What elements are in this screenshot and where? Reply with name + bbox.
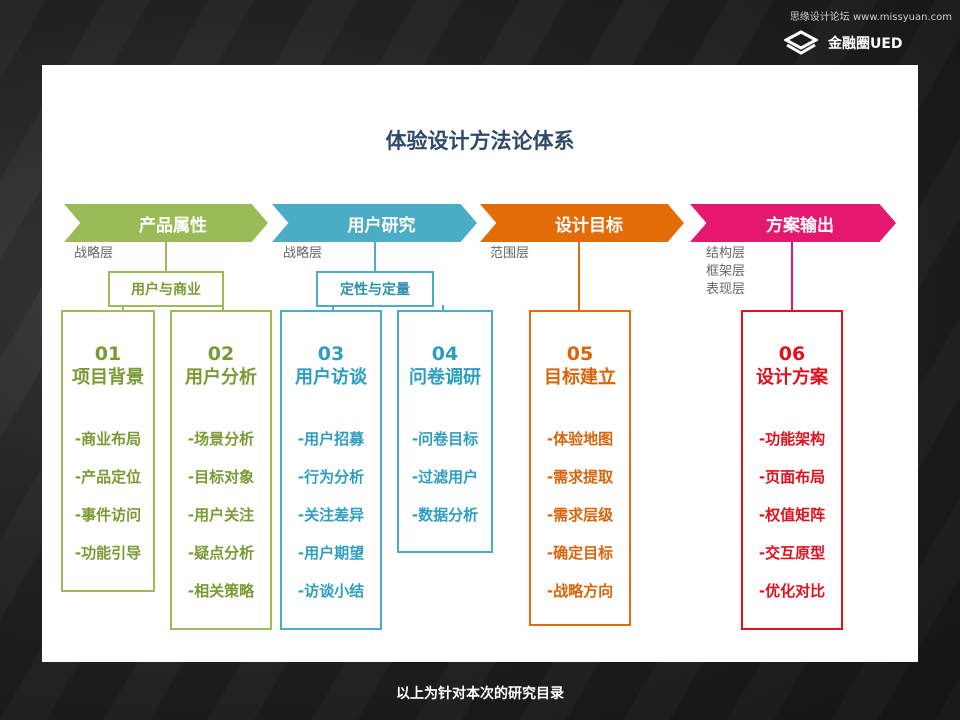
list-item: -用户招募: [297, 430, 365, 448]
column-title: 设计方案: [756, 367, 828, 388]
list-item: -问卷目标: [411, 430, 479, 448]
column-01: 01 项目背景 -商业布局 -产品定位 -事件访问 -功能引导: [61, 310, 155, 592]
brand-name: 金融圈UED: [828, 36, 903, 52]
list-item: -体验地图: [546, 430, 614, 448]
list-item: -需求提取: [546, 468, 614, 486]
group-label-1: 用户与商业: [131, 282, 201, 298]
list-item: -用户关注: [187, 506, 255, 524]
column-title: 用户分析: [185, 367, 257, 388]
brand: 金融圈UED: [784, 30, 903, 56]
column-list: -体验地图 -需求提取 -需求层级 -确定目标 -战略方向: [531, 420, 629, 610]
watermark-text: 思缘设计论坛 www.missyuan.com: [789, 12, 952, 23]
connector-line: [165, 242, 167, 272]
diagram-card: 体验设计方法论体系 产品属性 用户研究 设计目标 方案输出 战略层 战略层 范围…: [42, 65, 918, 662]
column-number: 06: [778, 343, 806, 365]
list-item: -需求层级: [546, 506, 614, 524]
list-item: -确定目标: [546, 544, 614, 562]
stage-label-3: 设计目标: [555, 215, 623, 236]
group-label-2: 定性与定量: [340, 282, 410, 298]
column-05: 05 目标建立 -体验地图 -需求提取 -需求层级 -确定目标 -战略方向: [529, 310, 631, 626]
connector-line: [332, 305, 334, 311]
stage-layer-2: 战略层: [283, 246, 323, 261]
stage-layer-4: 结构层 框架层 表现层: [706, 246, 746, 297]
column-number: 03: [317, 343, 345, 365]
list-item: -权值矩阵: [758, 506, 826, 524]
list-item: -交互原型: [758, 544, 826, 562]
list-item: -关注差异: [297, 506, 365, 524]
list-item: -访谈小结: [297, 582, 365, 600]
diagram-title: 体验设计方法论体系: [385, 129, 575, 153]
column-list: -问卷目标 -过滤用户 -数据分析: [399, 420, 491, 534]
stage-label-1: 产品属性: [139, 215, 207, 236]
column-06: 06 设计方案 -功能架构 -页面布局 -权值矩阵 -交互原型 -优化对比: [741, 310, 843, 630]
group-box-1: 用户与商业: [108, 271, 224, 307]
column-list: -场景分析 -目标对象 -用户关注 -疑点分析 -相关策略: [172, 420, 270, 610]
stage-chevron-1: 产品属性: [64, 204, 268, 242]
column-title: 用户访谈: [295, 367, 367, 388]
column-title: 项目背景: [72, 367, 144, 388]
stage-layer-1: 战略层: [74, 246, 114, 261]
stage-chevron-2: 用户研究: [272, 204, 477, 242]
stage-layer-3: 范围层: [490, 246, 530, 261]
column-list: -功能架构 -页面布局 -权值矩阵 -交互原型 -优化对比: [743, 420, 841, 610]
stage-chevron-3: 设计目标: [480, 204, 684, 242]
connector-line: [222, 305, 224, 311]
column-number: 04: [431, 343, 459, 365]
connector-line: [791, 242, 793, 310]
connector-line: [578, 242, 580, 310]
list-item: -产品定位: [74, 468, 142, 486]
connector-line: [374, 242, 376, 272]
column-title: 目标建立: [544, 367, 616, 388]
list-item: -战略方向: [546, 582, 614, 600]
column-02: 02 用户分析 -场景分析 -目标对象 -用户关注 -疑点分析 -相关策略: [170, 310, 272, 630]
list-item: -事件访问: [74, 506, 142, 524]
stage-chevron-4: 方案输出: [690, 204, 896, 242]
list-item: -相关策略: [187, 582, 255, 600]
list-item: -功能架构: [758, 430, 826, 448]
column-number: 05: [566, 343, 594, 365]
list-item: -页面布局: [758, 468, 826, 486]
list-item: -疑点分析: [187, 544, 255, 562]
list-item: -功能引导: [74, 544, 142, 562]
column-title: 问卷调研: [409, 367, 481, 388]
column-list: -商业布局 -产品定位 -事件访问 -功能引导: [63, 420, 153, 572]
footer-caption: 以上为针对本次的研究目录: [396, 686, 564, 702]
column-number: 02: [207, 343, 235, 365]
list-item: -商业布局: [74, 430, 142, 448]
column-number: 01: [94, 343, 122, 365]
list-item: -过滤用户: [411, 468, 479, 486]
list-item: -数据分析: [411, 506, 479, 524]
stage-label-4: 方案输出: [766, 215, 834, 236]
list-item: -优化对比: [758, 582, 826, 600]
list-item: -场景分析: [187, 430, 255, 448]
list-item: -目标对象: [187, 468, 255, 486]
group-box-2: 定性与定量: [316, 271, 434, 307]
connector-line: [442, 305, 444, 311]
stage-label-2: 用户研究: [347, 215, 416, 236]
column-list: -用户招募 -行为分析 -关注差异 -用户期望 -访谈小结: [282, 420, 380, 610]
list-item: -行为分析: [297, 468, 365, 486]
list-item: -用户期望: [297, 544, 365, 562]
column-03: 03 用户访谈 -用户招募 -行为分析 -关注差异 -用户期望 -访谈小结: [280, 310, 382, 630]
layers-logo-icon: [784, 30, 818, 55]
connector-line: [122, 305, 124, 311]
column-04: 04 问卷调研 -问卷目标 -过滤用户 -数据分析: [397, 310, 493, 553]
